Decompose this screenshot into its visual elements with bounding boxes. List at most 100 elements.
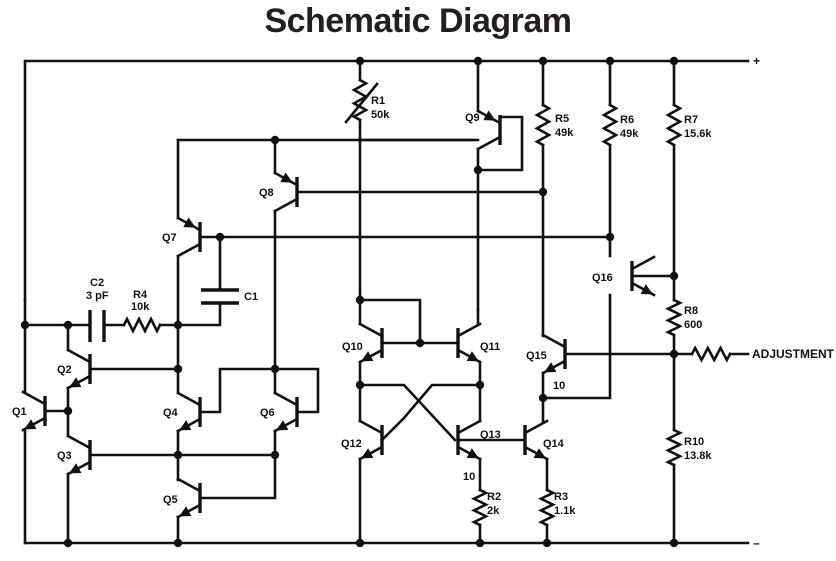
- collector-lead: [176, 477, 202, 493]
- label-c2: C2: [90, 277, 104, 289]
- wire: [198, 429, 277, 500]
- junction-dot: [355, 380, 365, 390]
- emitter-arrow: [361, 351, 374, 362]
- wire: [23, 298, 70, 327]
- emitter-arrow: [466, 448, 479, 459]
- transistor-q2: [66, 348, 92, 390]
- transistor-q13: [456, 419, 482, 461]
- collector-lead: [476, 135, 502, 151]
- value-r7: 15.6k: [684, 128, 712, 140]
- emitter-arrow: [533, 448, 546, 459]
- junction-dot: [415, 338, 425, 348]
- junction-dot: [270, 364, 280, 374]
- junction-dot: [270, 450, 280, 460]
- label-q2: Q2: [57, 364, 72, 376]
- junction-dot: [20, 320, 30, 330]
- wires: [23, 59, 750, 545]
- value-r2: 2k: [487, 505, 500, 517]
- label-r5: R5: [555, 113, 569, 125]
- junction-dot: [538, 187, 548, 197]
- label-q13: Q13: [480, 429, 501, 441]
- junction-dot: [63, 538, 73, 548]
- junction-dot: [538, 393, 548, 403]
- emitter-arrow: [361, 448, 374, 459]
- value-r8: 600: [684, 319, 702, 331]
- wire: [380, 383, 482, 442]
- emitter-arrow: [24, 419, 37, 430]
- resistor-zigzag: [351, 78, 369, 122]
- value-r10: 13.8k: [684, 450, 712, 462]
- junction-dot: [173, 450, 183, 460]
- resistor-r10: [665, 428, 683, 467]
- collector-lead: [66, 434, 92, 450]
- emitter-arrow: [483, 110, 496, 121]
- emitter-arrow: [183, 217, 196, 228]
- transistor-q1: [21, 390, 47, 432]
- junction-dot: [173, 538, 183, 548]
- junction-dot: [63, 406, 73, 416]
- value-r1: 50k: [371, 109, 390, 121]
- collector-lead: [358, 419, 384, 435]
- junction-dot: [475, 380, 485, 390]
- transistor-q5: [176, 477, 202, 519]
- label-q16: Q16: [592, 272, 613, 284]
- resistor-zigzag: [122, 316, 162, 334]
- label-r2: R2: [487, 491, 501, 503]
- collector-lead: [21, 390, 47, 406]
- resistor-r3: [538, 488, 556, 527]
- value-r5: 49k: [555, 127, 574, 139]
- wire: [476, 115, 524, 172]
- resistor-zigzag: [601, 103, 619, 147]
- label-q1: Q1: [12, 406, 27, 418]
- label-r3: R3: [554, 491, 568, 503]
- emitter-arrow: [179, 506, 192, 517]
- collector-lead: [630, 255, 656, 271]
- resistor-r7: [665, 103, 683, 147]
- label-c1: C1: [244, 291, 258, 303]
- collector-lead: [66, 348, 92, 364]
- label-q3: Q3: [57, 450, 72, 462]
- transistor-q12: [358, 419, 384, 461]
- value-c2: 3 pF: [86, 290, 109, 302]
- emitter-arrow: [276, 420, 289, 431]
- junction-dot: [669, 56, 679, 66]
- resistor-zigzag: [534, 103, 552, 147]
- resistor-adjustment: [690, 345, 732, 363]
- junction-dot: [538, 56, 548, 66]
- resistor-zigzag: [665, 428, 683, 467]
- emitter-arrow: [69, 463, 82, 474]
- junction-dot: [355, 538, 365, 548]
- label-q4: Q4: [163, 407, 179, 419]
- label-r10: R10: [684, 436, 704, 448]
- resistor-zigzag: [665, 298, 683, 337]
- resistor-zigzag: [665, 103, 683, 147]
- label-q13-area: 10: [463, 471, 475, 483]
- adjustment-terminal-label: ADJUSTMENT: [752, 347, 835, 361]
- label-q15-area: 10: [553, 380, 565, 392]
- resistor-r8: [665, 298, 683, 337]
- value-r3: 1.1k: [554, 505, 576, 517]
- label-q5: Q5: [163, 494, 178, 506]
- transistor-q15: [541, 333, 567, 375]
- negative-terminal: –: [753, 536, 760, 550]
- diagram-title: Schematic Diagram: [264, 2, 572, 40]
- value-r4: 10k: [131, 301, 150, 313]
- collector-lead: [456, 322, 482, 338]
- wire: [358, 298, 422, 345]
- transistor-q8: [273, 171, 299, 213]
- positive-rail: [23, 59, 750, 302]
- transistor-q10: [358, 322, 384, 364]
- junction-dot: [669, 538, 679, 548]
- variable-arrow: [344, 82, 379, 124]
- capacitor-c1: [201, 288, 239, 305]
- value-r6: 49k: [620, 128, 639, 140]
- emitter-arrow: [280, 172, 293, 183]
- positive-terminal: +: [753, 54, 760, 68]
- label-r4: R4: [133, 289, 148, 301]
- label-q9: Q9: [465, 112, 480, 124]
- junction-dot: [215, 232, 225, 242]
- transistor-q4: [176, 391, 202, 433]
- label-q6: Q6: [260, 407, 275, 419]
- junction-dot: [270, 135, 280, 145]
- resistor-zigzag: [538, 488, 556, 527]
